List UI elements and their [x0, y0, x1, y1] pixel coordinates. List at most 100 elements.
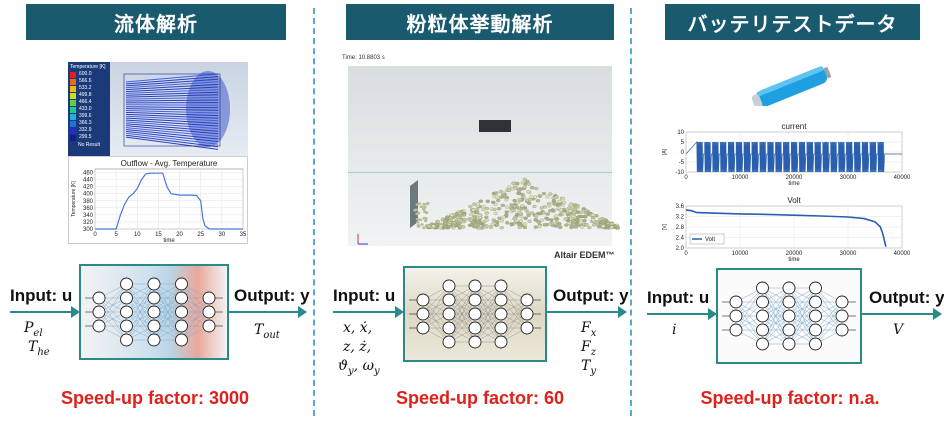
nn-neuron	[147, 277, 161, 291]
particle	[538, 211, 543, 215]
particle	[518, 219, 524, 223]
particle	[567, 221, 572, 226]
particle	[573, 225, 578, 229]
particle	[494, 191, 499, 195]
x-tick-label: 20000	[786, 251, 803, 257]
particle	[422, 203, 426, 206]
x-tick-label: 10	[134, 232, 141, 238]
particle	[518, 211, 523, 216]
nn-neuron	[756, 309, 769, 323]
particle	[548, 209, 553, 213]
particle	[575, 218, 580, 222]
particle	[581, 207, 586, 211]
legend-value: 332.9	[79, 127, 92, 133]
nn-neuron	[202, 291, 216, 305]
particle	[584, 223, 589, 227]
speedup-factor-3: Speed-up factor: n.a.	[700, 388, 880, 408]
x-tick-label: 30000	[840, 251, 857, 257]
particle	[484, 211, 489, 215]
tube	[125, 123, 219, 132]
particle	[497, 216, 502, 220]
output-var-2-0: Fx	[581, 320, 597, 339]
particle	[462, 217, 467, 222]
nn-connection	[181, 311, 210, 341]
particle	[485, 199, 490, 203]
nn-neuron	[809, 323, 822, 337]
tube	[125, 113, 219, 119]
particle	[509, 203, 514, 207]
particle	[561, 200, 567, 205]
particle	[423, 219, 428, 223]
dem-simulation-image: Time: 10.8803 s Altair EDEM™	[340, 52, 622, 266]
particle	[511, 208, 516, 213]
input-var-1-0: Pel	[24, 320, 43, 339]
nn-neuron	[756, 323, 769, 337]
nn-neuron	[175, 305, 188, 319]
particle	[526, 182, 532, 186]
particle	[563, 217, 568, 221]
plot-area	[94, 168, 244, 230]
nn-connection	[126, 283, 155, 327]
neural-network-diagram-3	[722, 281, 856, 351]
particle	[512, 198, 517, 203]
nn-neuron	[729, 295, 743, 309]
nn-neuron	[202, 305, 216, 319]
x-tick-label: 35	[240, 232, 247, 238]
particle	[492, 207, 497, 212]
tube	[125, 119, 219, 127]
particle	[424, 217, 428, 220]
particle	[519, 207, 524, 211]
particle	[490, 222, 495, 227]
nn-connection	[153, 311, 182, 341]
tube	[125, 99, 219, 102]
particle	[475, 202, 481, 206]
particle	[526, 213, 531, 218]
particle	[547, 222, 553, 226]
nn-neuron	[468, 321, 482, 335]
x-tick-label: 0	[684, 251, 688, 257]
particle	[459, 209, 464, 214]
particle	[542, 223, 547, 227]
x-tick-label: 0	[93, 232, 97, 238]
y-tick-label: 300	[83, 227, 94, 233]
particle	[574, 222, 579, 226]
tube	[125, 110, 219, 114]
particle	[422, 205, 427, 209]
nn-neuron	[175, 291, 188, 305]
particle	[545, 217, 550, 221]
particle-pile	[357, 177, 620, 245]
tube-bundle-frame	[123, 73, 221, 147]
nn-neuron	[520, 293, 534, 307]
nn-connection	[762, 287, 790, 331]
nn-connection	[126, 297, 155, 341]
speedup-factor-2: Speed-up factor: 60	[395, 388, 565, 408]
particle	[493, 211, 498, 216]
particle	[501, 215, 506, 219]
nn-neuron	[468, 307, 482, 321]
particle	[415, 217, 420, 221]
x-tick-label: 40000	[894, 251, 910, 257]
particle	[573, 203, 578, 207]
y-axis-label: Temperature [K]	[71, 181, 77, 217]
legend-value: 566.6	[79, 78, 92, 84]
particle	[504, 205, 510, 209]
output-label-1: Output: y	[234, 286, 310, 305]
particle	[571, 210, 577, 214]
nn-neuron	[494, 307, 508, 321]
particle	[515, 201, 520, 205]
nn-connection	[126, 311, 155, 341]
particle	[491, 200, 496, 204]
y-tick-label: 420	[83, 185, 94, 191]
particle	[499, 219, 505, 223]
particle	[569, 223, 574, 228]
neural-network-box-3	[716, 268, 862, 364]
particle	[568, 209, 573, 213]
nn-neuron	[494, 335, 508, 349]
x-tick-label: 25	[197, 232, 204, 238]
particle	[575, 215, 581, 219]
legend-value: 366.3	[79, 120, 92, 126]
particle	[535, 199, 541, 203]
particle	[605, 224, 610, 228]
